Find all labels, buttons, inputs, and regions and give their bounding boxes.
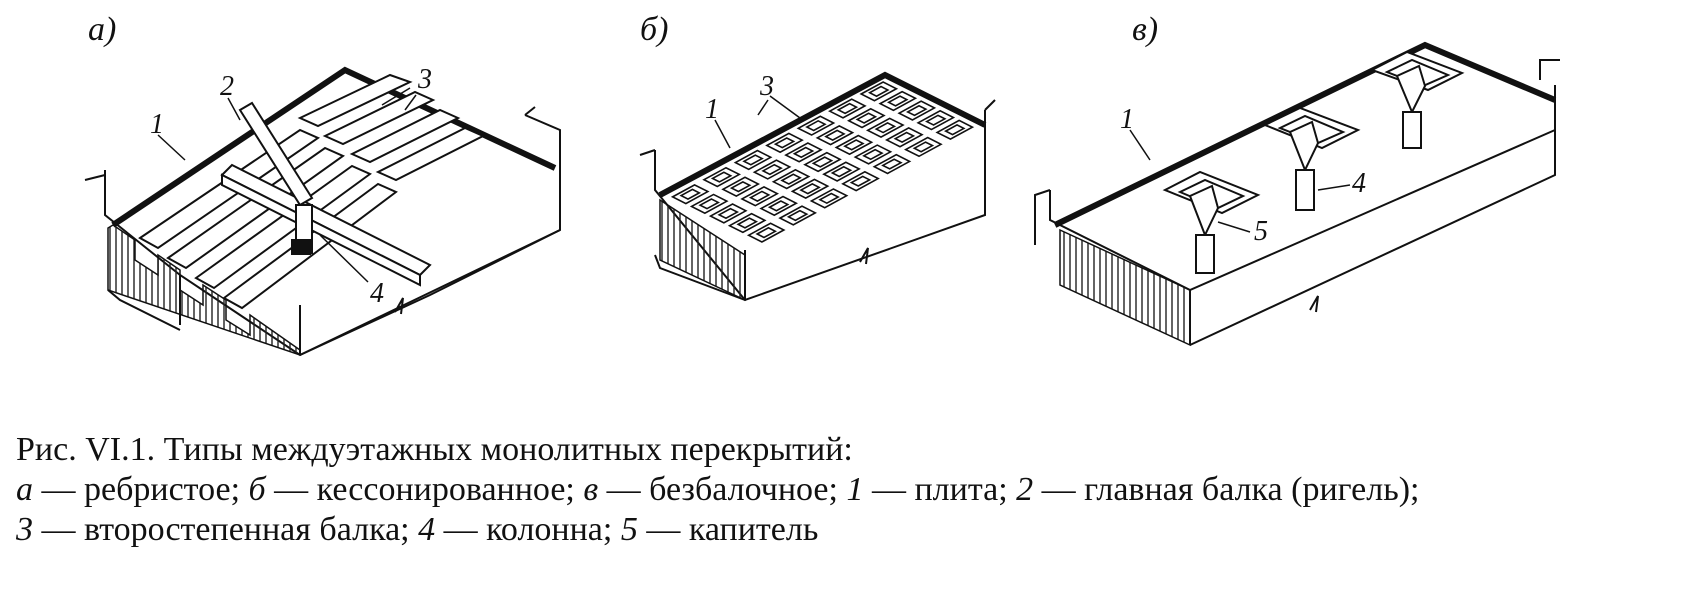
panel-b-letter: б) (640, 11, 668, 48)
callout-c-5: 5 (1254, 216, 1268, 247)
panel-b-coffered-floor: б) 1 3 (639, 11, 996, 302)
coffer-cell-inner (773, 137, 796, 149)
caption-segment: 5 (620, 511, 638, 548)
coffer-cell-inner (849, 175, 872, 187)
panel-b-callouts (714, 95, 801, 149)
coffer-cell-inner (905, 104, 928, 117)
coffer-cell-inner (805, 119, 827, 132)
callout-b-1: 1 (705, 94, 719, 125)
caption-segment: — кессонированное; (265, 471, 584, 508)
panel-c-front-face (1059, 228, 1191, 347)
figure-caption: Рис. VI.1. Типы междуэтажных монолитных … (16, 430, 1686, 550)
coffer-cell-inner (780, 173, 802, 185)
coffer-cell-inner (767, 200, 790, 212)
panel-c-callouts (1129, 129, 1351, 233)
coffer-cell-inner (855, 112, 878, 124)
caption-segment: 1 (846, 471, 864, 508)
coffer-cell-inner (943, 124, 966, 136)
coffer-cell-inner (818, 192, 840, 205)
panel-a-letter: а) (88, 11, 116, 48)
caption-segment: — главная балка (ригель); (1033, 471, 1420, 508)
caption-segment: 2 (1016, 471, 1034, 508)
capital-3 (1369, 50, 1465, 149)
callout-c-1: 1 (1120, 104, 1134, 135)
coffer-cell-inner (729, 180, 752, 193)
caption-segment: — капитель (637, 511, 819, 548)
coffer-cell-inner (710, 171, 733, 183)
caption-segment: — безбалочное; (598, 471, 847, 508)
caption-segment: — второстепенная балка; (33, 511, 419, 548)
coffer-cell-inner (874, 121, 897, 134)
coffer-cell-inner (867, 85, 890, 98)
coffer-cell-inner (924, 114, 947, 126)
panel-c-flat-slab-floor: в) (1034, 11, 1560, 347)
coffer-cell-inner (679, 188, 702, 200)
coffer-cell-inner (761, 163, 783, 176)
panel-b-front-face (659, 198, 746, 302)
panel-c-letter: в) (1132, 11, 1158, 48)
panel-a-ribbed-floor: а) (84, 11, 561, 357)
panel-a-front-face (107, 224, 301, 357)
coffer-cell-inner (742, 154, 764, 166)
callout-a-2: 2 (220, 71, 234, 102)
caption-legend-line-2: 3 — второстепенная балка; 4 — колонна; 5… (16, 510, 1686, 550)
caption-segment: а (16, 471, 33, 508)
caption-segment: 4 (418, 511, 436, 548)
coffer-cell-inner (811, 156, 834, 168)
callout-c-4: 4 (1352, 168, 1366, 199)
panel-a-slab (84, 66, 561, 357)
coffer-cell-inner (824, 129, 846, 141)
capital-1 (1162, 170, 1261, 274)
coffer-cell-inner (912, 141, 935, 153)
coffer-cell-inner (717, 207, 740, 220)
coffer-cell-inner (799, 183, 821, 195)
callout-a-1: 1 (150, 109, 164, 140)
panel-a-main-beam (220, 101, 432, 287)
coffer-cell-inner (736, 217, 759, 229)
coffer-cell-inner (830, 165, 853, 178)
caption-segment: в (583, 471, 599, 508)
caption-segment: — плита; (863, 471, 1017, 508)
coffer-cell-inner (698, 198, 721, 210)
coffer-cell-inner (792, 146, 815, 159)
coffer-cell-inner (786, 209, 809, 222)
coffer-cell-inner (881, 158, 903, 170)
coffer-cell-inner (893, 131, 916, 144)
coffer-cell-inner (748, 190, 771, 203)
coffer-cell-inner (886, 95, 909, 107)
coffer-cell-inner (836, 102, 859, 115)
caption-legend-line-1: а — ребристое; б — кессонированное; в — … (16, 470, 1686, 510)
capital-2 (1262, 106, 1361, 211)
callout-a-4: 4 (370, 278, 384, 309)
callout-b-3: 3 (759, 71, 774, 102)
panel-a-column (291, 204, 313, 255)
caption-segment: б (248, 471, 266, 508)
callout-a-3: 3 (417, 64, 432, 95)
coffer-cell-inner (862, 148, 884, 161)
caption-segment: — колонна; (435, 511, 621, 548)
caption-segment: 3 (16, 511, 33, 548)
floor-types-figure: а) (84, 11, 1560, 357)
panel-a-callouts (157, 87, 417, 283)
panel-c-capitals (1162, 50, 1465, 274)
coffer-cell-inner (843, 139, 865, 151)
panel-b-coffer-grid (670, 81, 975, 243)
caption-segment: — ребристое; (33, 471, 249, 508)
coffer-cell-inner (755, 226, 778, 239)
caption-title: Рис. VI.1. Типы междуэтажных монолитных … (16, 431, 853, 468)
